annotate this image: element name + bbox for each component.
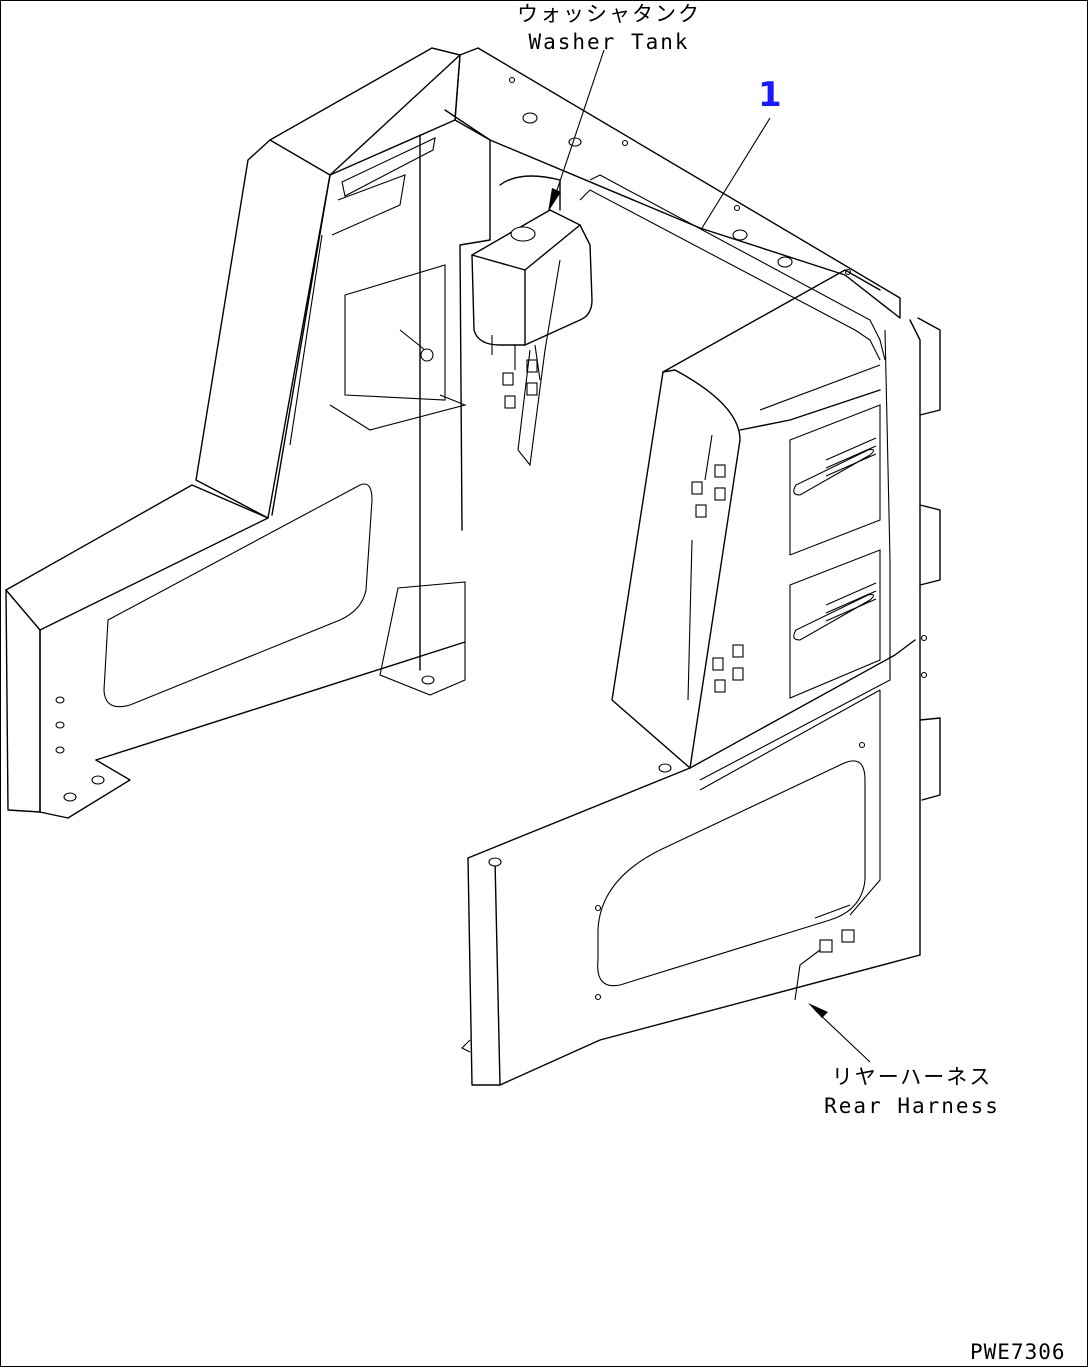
- right-lower-panel: [461, 319, 928, 1086]
- left-pillar: [195, 47, 461, 519]
- washer-tank-label-jp: ウォッシャタンク: [517, 2, 701, 26]
- rear-harness-label-en: Rear Harness: [824, 1094, 1000, 1118]
- top-frame: [454, 47, 901, 361]
- right-edge-flanges: [917, 317, 941, 801]
- part-callout-number: 1: [758, 75, 782, 115]
- right-pillar-box: [611, 269, 881, 769]
- washer-tank-label-en: Washer Tank: [528, 30, 690, 54]
- left-lower-arm: [5, 483, 466, 819]
- left-inner-column: [329, 109, 491, 671]
- rear-harness-label-jp: リヤーハーネス: [831, 1065, 993, 1089]
- rear-harness-arrow-icon: [808, 1003, 828, 1018]
- drawing-code: PWE7306: [970, 1340, 1066, 1364]
- washer-tank-arrow-icon: [548, 188, 561, 212]
- leader-lines: [548, 49, 871, 1063]
